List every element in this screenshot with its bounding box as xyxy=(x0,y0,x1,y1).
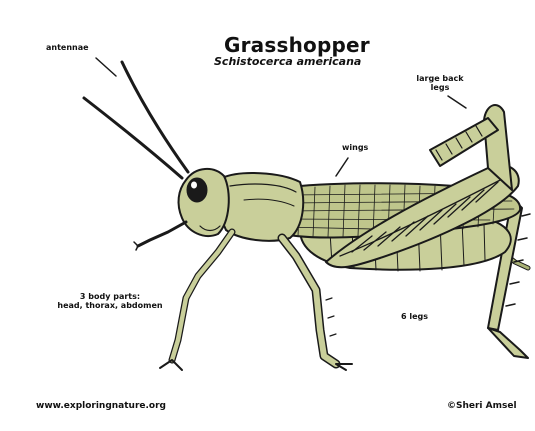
wings-label: wings xyxy=(342,143,368,152)
body-parts-label: 3 body parts: head, thorax, abdomen xyxy=(40,292,180,310)
body-parts-label-line1: 3 body parts: xyxy=(40,292,180,301)
antennae-leader xyxy=(96,58,116,76)
hind-leg-foot xyxy=(488,328,528,358)
diagram-title: Grasshopper xyxy=(224,33,370,57)
antennae-label: antennae xyxy=(46,43,89,52)
website-credit: www.exploringnature.org xyxy=(36,401,166,411)
front-leg xyxy=(172,232,232,360)
copyright-credit: ©Sheri Amsel xyxy=(447,401,517,411)
compound-eye xyxy=(187,178,207,202)
head xyxy=(179,169,229,236)
scientific-name: Schistocerca americana xyxy=(214,55,361,68)
antenna-lower xyxy=(84,98,182,178)
large-back-legs-label: large back legs xyxy=(410,74,470,92)
body-parts-label-line2: head, thorax, abdomen xyxy=(40,301,180,310)
large-back-legs-label-line1: large back xyxy=(410,74,470,83)
six-legs-label: 6 legs xyxy=(401,312,428,321)
wings-leader xyxy=(336,158,348,176)
palp xyxy=(138,222,186,246)
large-back-legs-label-line2: legs xyxy=(410,83,470,92)
back-legs-leader xyxy=(448,96,466,108)
